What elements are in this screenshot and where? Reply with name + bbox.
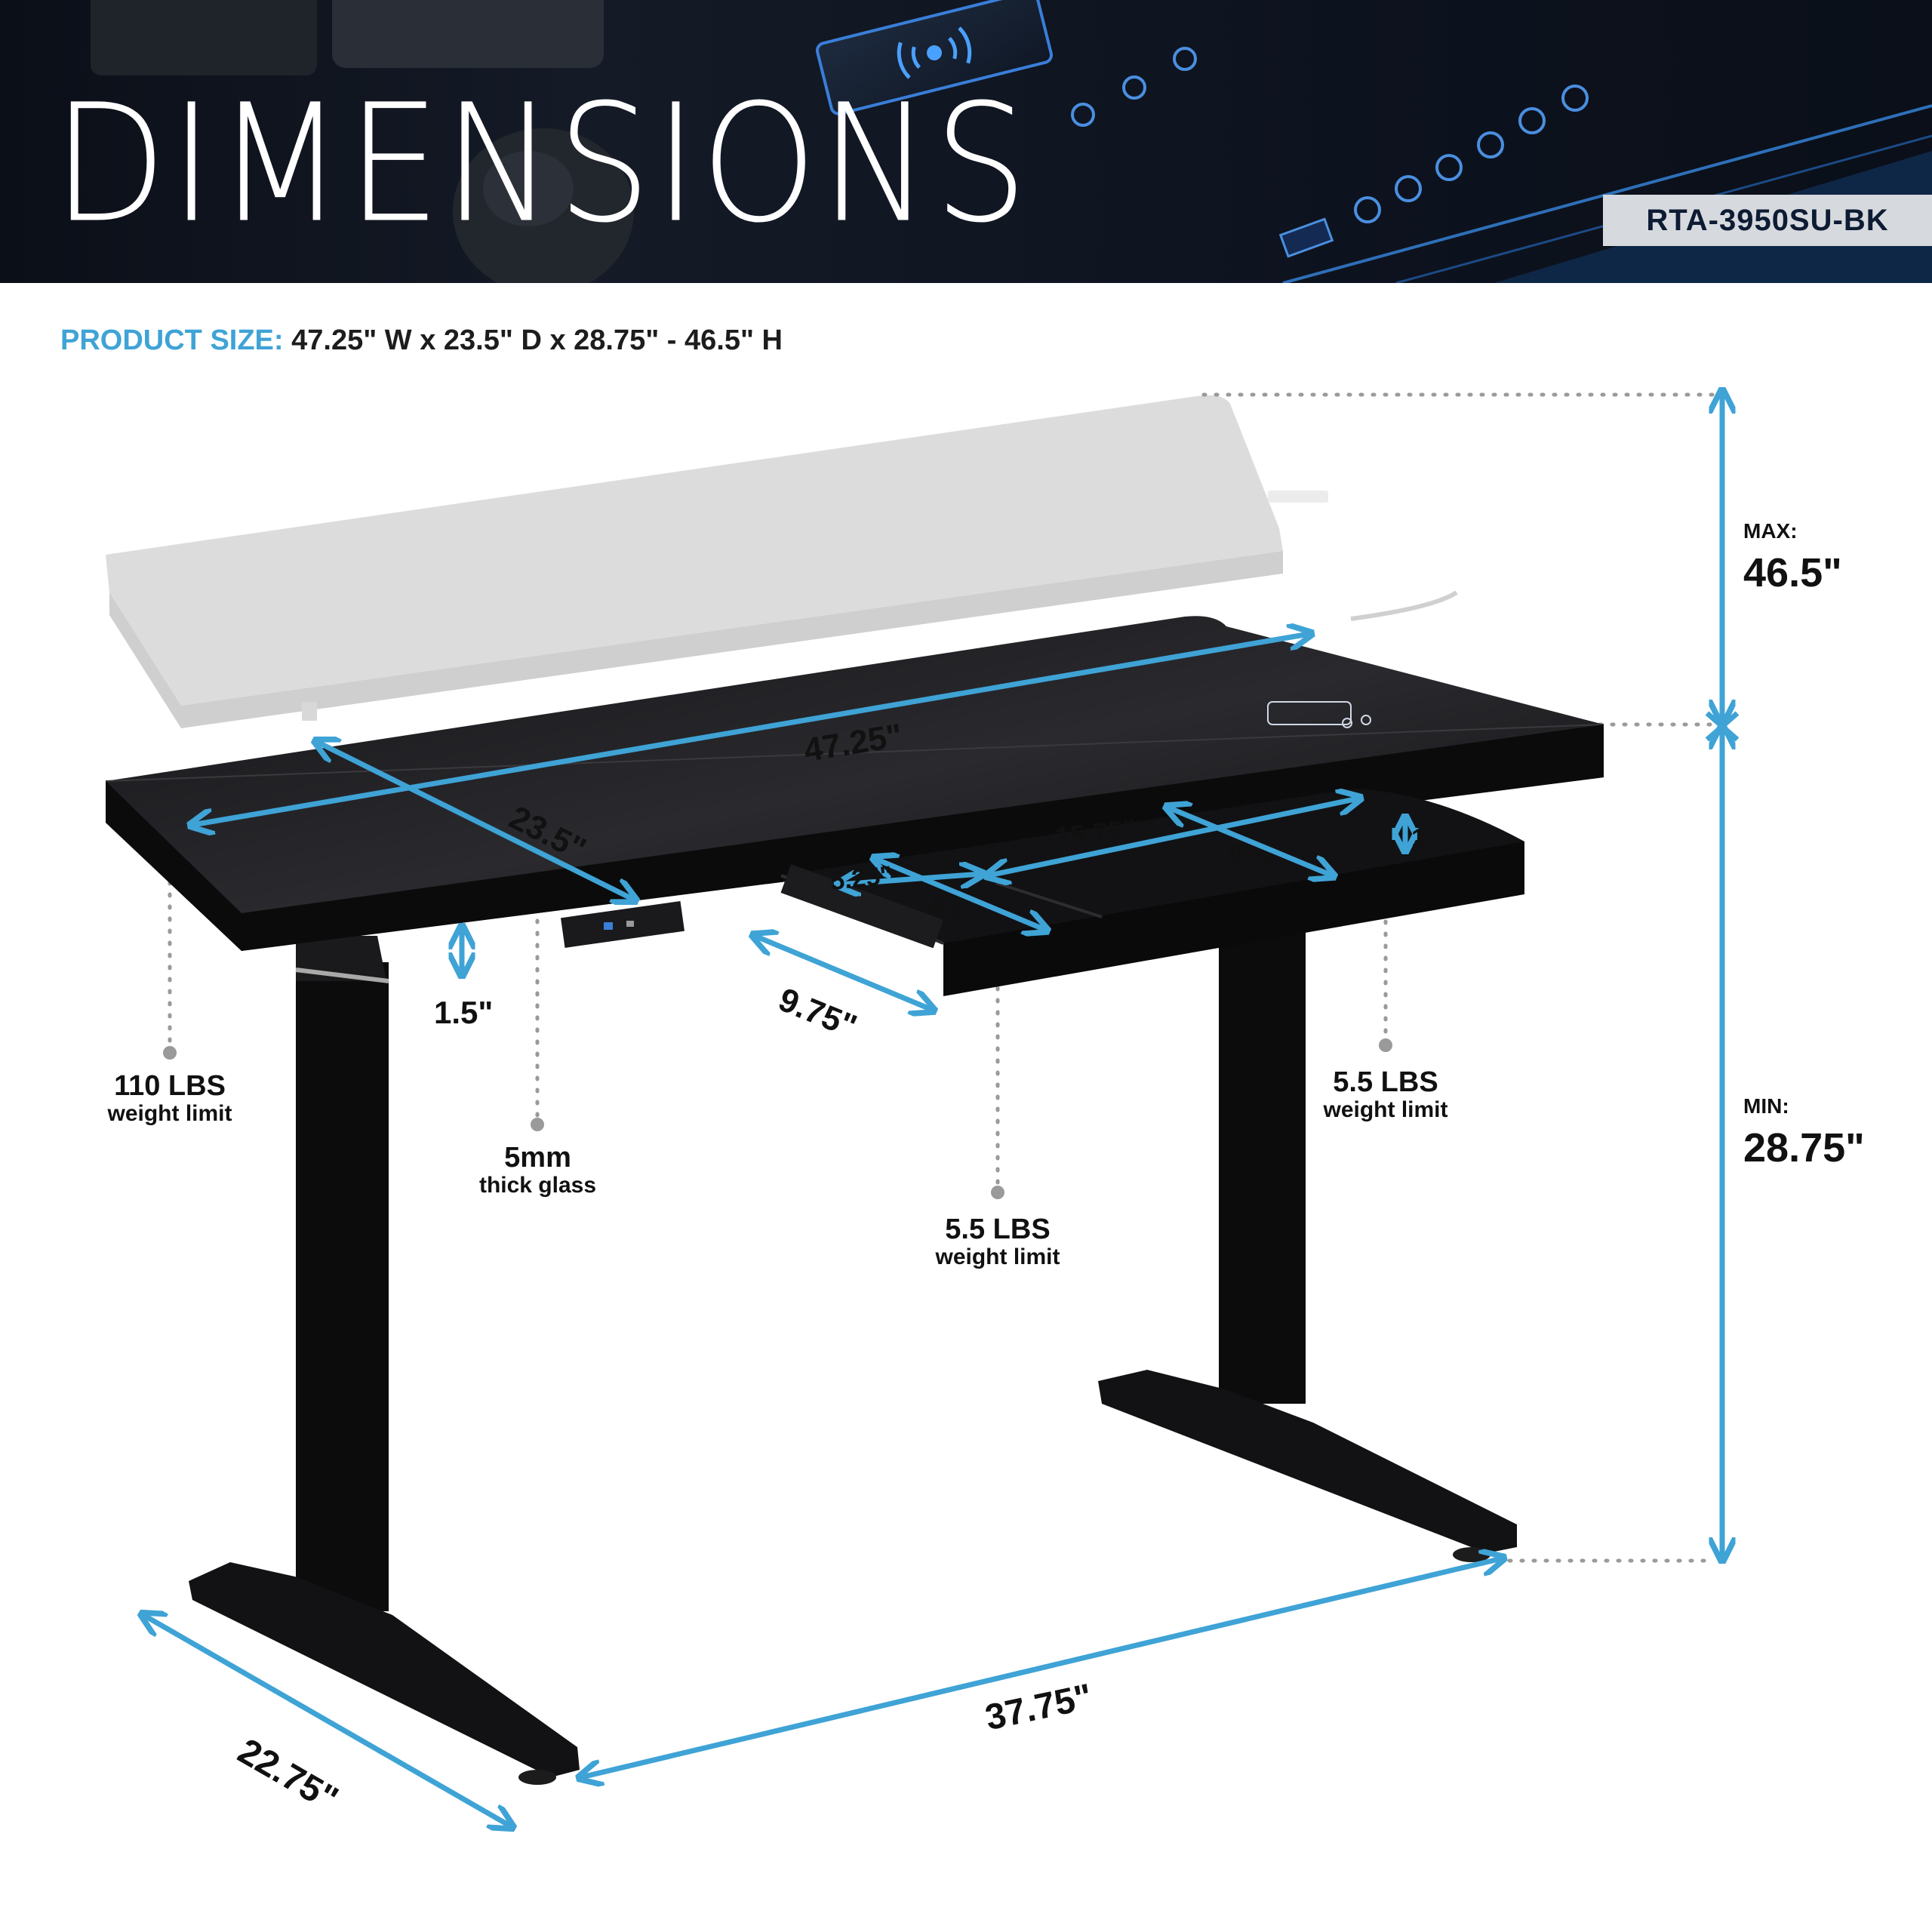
top-thickness-label: 1.5" xyxy=(434,995,494,1030)
glass-value: 5mm xyxy=(504,1142,571,1174)
drawer-height-label: 1" xyxy=(1411,824,1438,853)
desk-weight-caption: weight limit xyxy=(107,1100,232,1126)
desk-legs xyxy=(189,932,1517,1785)
arrow-depth xyxy=(317,742,634,900)
dimension-arrows xyxy=(143,392,1722,1826)
led-display-icon xyxy=(1278,217,1334,258)
model-badge: RTA-3950SU-BK xyxy=(1603,195,1932,246)
min-height-caption: MIN: xyxy=(1743,1094,1789,1118)
drawer-right-weight-caption: weight limit xyxy=(1323,1097,1448,1122)
max-height-label: MAX: 46.5" xyxy=(1743,519,1842,596)
drawer-left-weight-callout: 5.5 LBS weight limit xyxy=(903,1214,1092,1269)
drawer-left-weight-value: 5.5 LBS xyxy=(945,1214,1051,1245)
page-title: DIMENSIONS xyxy=(53,69,1031,260)
control-buttons-icon xyxy=(1071,47,1589,223)
phone-shape xyxy=(332,0,604,68)
product-size-label: PRODUCT SIZE: xyxy=(60,325,284,356)
glass-callout: 5mm thick glass xyxy=(445,1143,630,1197)
arrow-leg-span xyxy=(581,1558,1502,1777)
max-height-value: 46.5" xyxy=(1743,550,1842,595)
min-height-value: 28.75" xyxy=(1743,1125,1865,1171)
drawer-right-weight-value: 5.5 LBS xyxy=(1333,1066,1438,1098)
desk-diagram xyxy=(105,283,1740,1932)
arrow-drawer-left-depth xyxy=(875,859,1045,930)
arrow-drawer-pull xyxy=(755,936,932,1010)
device-shape xyxy=(91,0,317,75)
drawer-left-weight-caption: weight limit xyxy=(935,1244,1060,1269)
desk-weight-callout: 110 LBS weight limit xyxy=(75,1070,264,1126)
drawer-right-weight-callout: 5.5 LBS weight limit xyxy=(1291,1066,1480,1122)
mouse-highlight xyxy=(483,151,574,226)
max-height-caption: MAX: xyxy=(1743,519,1798,543)
wireless-charger-icon xyxy=(815,0,1054,115)
arrow-foot-depth xyxy=(143,1615,511,1826)
desk-edge-line xyxy=(1282,104,1932,283)
desk-weight-value: 110 LBS xyxy=(114,1070,226,1102)
banner-background xyxy=(91,0,1932,283)
callout-dots xyxy=(163,1038,1392,1199)
height-tick xyxy=(1705,711,1740,742)
glass-caption: thick glass xyxy=(478,1172,597,1198)
product-size-value: 47.25" W x 23.5" D x 28.75" - 46.5" H xyxy=(291,325,783,356)
header-banner: DIMENSIONS RTA-3950SU-BK xyxy=(0,0,1932,283)
min-height-label: MIN: 28.75" xyxy=(1743,1094,1865,1171)
product-size-line: PRODUCT SIZE: 47.25" W x 23.5" D x 28.75… xyxy=(60,325,783,357)
arrow-drawer-right-depth xyxy=(1168,808,1332,875)
